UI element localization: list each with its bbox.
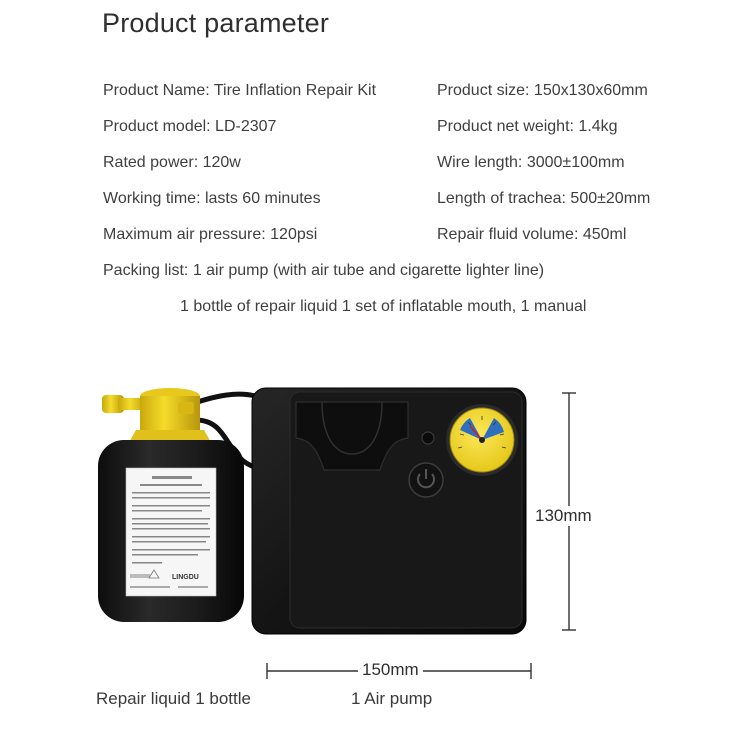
- width-label: 150mm: [358, 660, 423, 680]
- recycle-icon: [148, 569, 160, 579]
- param-product-size: Product size: 150x130x60mm: [437, 82, 648, 99]
- param-trachea-length: Length of trachea: 500±20mm: [437, 190, 651, 207]
- air-pump: [251, 387, 527, 635]
- pressure-gauge: [446, 404, 518, 476]
- param-product-name: Product Name: Tire Inflation Repair Kit: [103, 82, 377, 99]
- repair-liquid-bottle: LINGDU: [98, 388, 244, 622]
- gauge-needle: [469, 425, 483, 441]
- page-title: Product parameter: [102, 8, 330, 38]
- param-max-pressure: Maximum air pressure: 120psi: [103, 226, 318, 243]
- param-net-weight: Product net weight: 1.4kg: [437, 118, 618, 135]
- bottle-caption: Repair liquid 1 bottle: [96, 689, 251, 708]
- bottle-brand-logo: LINGDU: [172, 574, 199, 581]
- packing-list: Packing list: 1 air pump (with air tube …: [103, 262, 545, 279]
- param-fluid-volume: Repair fluid volume: 450ml: [437, 226, 627, 243]
- bottle-label-text: [132, 476, 210, 564]
- height-label: 130mm: [531, 506, 596, 526]
- param-wire-length: Wire length: 3000±100mm: [437, 154, 625, 171]
- packing-list-continued: 1 bottle of repair liquid 1 set of infla…: [180, 298, 587, 315]
- param-product-model: Product model: LD-2307: [103, 118, 277, 135]
- param-working-time: Working time: lasts 60 minutes: [103, 190, 321, 207]
- power-button: [408, 462, 444, 498]
- param-rated-power: Rated power: 120w: [103, 154, 241, 171]
- pump-caption: 1 Air pump: [351, 689, 433, 708]
- indicator-light: [421, 431, 435, 445]
